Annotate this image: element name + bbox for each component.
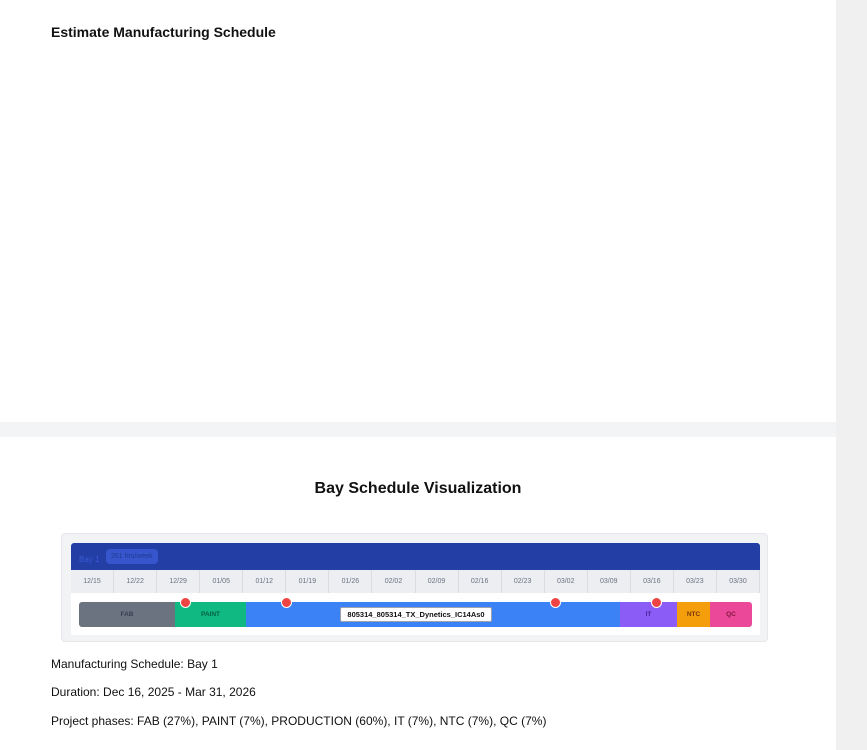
week-label: 12/15 [71, 570, 115, 593]
milestone-marker[interactable] [651, 597, 662, 608]
week-label: 02/02 [372, 570, 416, 593]
phase-segment-ntc[interactable]: NTC [677, 602, 710, 627]
phase-segment-fab[interactable]: FAB [79, 602, 175, 627]
week-label: 02/09 [416, 570, 459, 593]
week-label: 03/30 [717, 570, 760, 593]
week-label: 03/09 [588, 570, 631, 593]
bay-rate-badge: 261 hrs/week [106, 549, 158, 564]
scrollbar-track[interactable] [836, 0, 867, 750]
phase-segment-qc[interactable]: QC [710, 602, 752, 627]
milestone-marker[interactable] [550, 597, 561, 608]
week-label: 01/12 [243, 570, 287, 593]
bay-header: Bay 1 261 hrs/week [71, 543, 760, 570]
milestone-marker[interactable] [281, 597, 292, 608]
week-label: 12/29 [157, 570, 201, 593]
visualization-panel: Bay Schedule Visualization Bay 1 261 hrs… [0, 437, 836, 750]
week-label: 01/26 [329, 570, 373, 593]
week-label: 03/02 [545, 570, 588, 593]
bay-label: Bay 1 [79, 555, 100, 564]
week-label: 12/22 [114, 570, 158, 593]
schedule-summary: Manufacturing Schedule: Bay 1 [51, 657, 218, 671]
week-label: 01/19 [286, 570, 330, 593]
week-label: 02/16 [459, 570, 502, 593]
week-label: 01/05 [200, 570, 244, 593]
visualization-title: Bay Schedule Visualization [314, 480, 522, 497]
phases-summary: Project phases: FAB (27%), PAINT (7%), P… [51, 714, 547, 728]
week-label: 03/16 [631, 570, 674, 593]
phase-segment-it[interactable]: IT [620, 602, 677, 627]
estimate-panel: Estimate Manufacturing Schedule [0, 0, 836, 422]
project-name-label[interactable]: 805314_805314_TX_Dynetics_IC14As0 [340, 607, 492, 622]
duration-summary: Duration: Dec 16, 2025 - Mar 31, 2026 [51, 685, 256, 699]
week-label: 02/23 [502, 570, 545, 593]
week-label: 03/23 [674, 570, 717, 593]
page-title: Estimate Manufacturing Schedule [51, 24, 276, 40]
milestone-marker[interactable] [180, 597, 191, 608]
